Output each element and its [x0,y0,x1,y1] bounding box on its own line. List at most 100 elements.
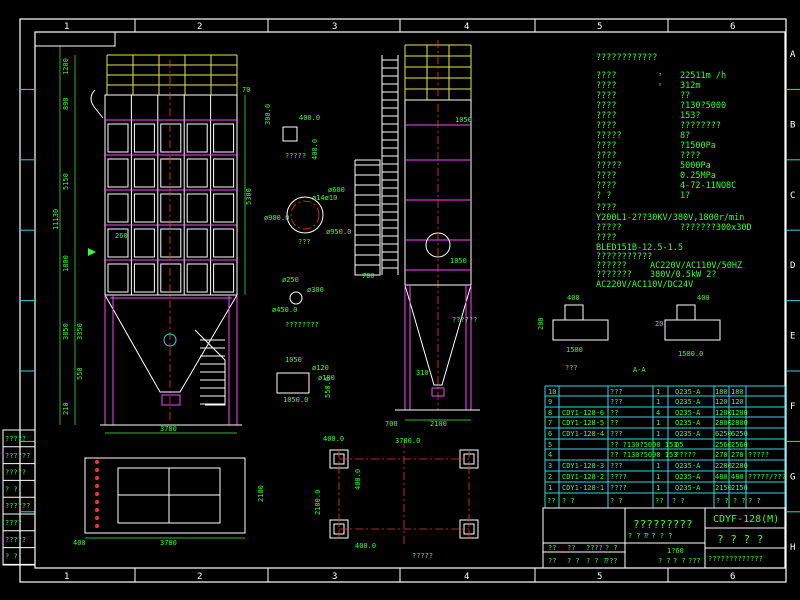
revision-symbols [34,31,116,47]
dimension-label: 3350 [76,323,84,340]
table-cell: 1 [656,430,660,438]
table-cell: 2560 [731,441,748,449]
dimension-label: 260 [115,232,128,240]
column-label: 3 [332,572,337,582]
table-cell: 2 [548,473,552,481]
spec-value: 153? [680,111,700,121]
panel [107,263,129,293]
table-cell: Q235-A [675,462,701,470]
table-cell: 270 [731,451,744,459]
note-text: ?????? [5,502,30,510]
valve-marker [95,476,99,480]
table-cell: 5 [548,441,552,449]
table-cell: 4 [548,451,552,459]
dimension-label: 1050.0 [283,396,308,404]
table-cell: CDY1-128-6 [562,409,604,417]
table-cell: 1 [656,473,660,481]
table-header: ?? [655,497,663,505]
small-ring-detail [289,291,303,305]
table-cell: ?? [610,409,618,417]
panel [213,158,235,188]
table-header: ? ? [748,497,761,505]
spec-label: ????? [596,161,622,171]
column-label: 2 [197,22,202,32]
note-text: ????? [5,469,26,477]
valve-marker [95,484,99,488]
column-label: 2 [197,572,202,582]
panel [213,263,235,293]
table-cell: ???? [610,484,627,492]
spec-label: Y200L1-2??30KV/380V,1800r/min [596,213,744,223]
table-header: ? ? ? ? [716,497,746,505]
annotation-label: ?????? [452,316,477,324]
row-label: E [790,332,795,342]
dimension-label: 70 [242,86,250,94]
dimension-label: ø180 [318,374,335,382]
valve-marker [95,460,99,464]
table-cell: ??? [610,462,623,470]
spec-label: BLED151B-12.5-1.5 [596,243,683,253]
ring-detail [286,196,324,234]
table-cell: 3 [548,462,552,470]
table-header: ?? [547,497,555,505]
row-label: D [790,261,795,271]
table-cell: Q235-A [675,388,701,396]
spec-label: AC220V/AC110V/DC24V [596,280,693,290]
column-label: 1 [64,572,69,582]
table-cell: 1 [656,419,660,427]
panel [107,228,129,258]
title-block-cell: ?? [567,544,575,552]
table-cell: 1 [548,484,552,492]
spec-label: ????? [596,223,622,233]
table-cell: 1 [656,484,660,492]
dimension-label: ø950.0 [326,228,351,236]
spec-value: ?1500Pa [680,141,716,151]
table-cell: 1 [656,462,660,470]
table-cell: 2150 [731,484,748,492]
scale: 1?60 [667,547,684,555]
caption: ??? [565,364,578,372]
hopper [104,294,238,393]
table-cell: ??? [610,398,623,406]
spec-label: ???? [596,111,616,121]
inspection-port [163,333,177,347]
spec-value: ???????? [680,121,721,131]
dimension-label: 400 [73,539,86,547]
panel [186,193,208,223]
dimension-label: 2100 [257,485,265,502]
table-header: ? ? [562,497,575,505]
cage [354,159,381,276]
dimension-label: ø250 [282,276,299,284]
table-cell: 1 [656,388,660,396]
title-block-cell: ??? [688,557,701,565]
section-pier-left [564,304,584,321]
caption: ????? [412,552,433,560]
panel [133,228,155,258]
table-cell: CDY1-128-1 [562,484,604,492]
column-label: 6 [730,22,735,32]
dimension-label: 3780.0 [395,437,420,445]
row-label: A [790,50,796,60]
dimension-label: 400.0 [355,542,376,550]
ring-bolt-circle [290,200,320,230]
dimension-label: 310 [416,369,429,377]
valve-marker [95,508,99,512]
table-cell: 4 [656,409,660,417]
spec-value: 380V/0.5kW 2? [650,270,717,280]
plan-outline [84,457,246,534]
row-label: C [790,191,795,201]
table-cell: ??? [610,430,623,438]
dimension-label: 1800 [62,255,70,272]
spec-label: ???? [596,151,616,161]
panel [133,158,155,188]
table-cell: CDY1-128-5 [562,419,604,427]
title-block-cell: ?? [548,557,556,565]
specs-title: ???????????? [596,53,657,63]
note-text: ????? [5,435,26,443]
dimension-label: 400.0 [323,435,344,443]
row-label: F [790,402,795,412]
dimension-label: 300.0 [264,104,272,125]
dimension-label: ø900.0 [264,214,289,222]
